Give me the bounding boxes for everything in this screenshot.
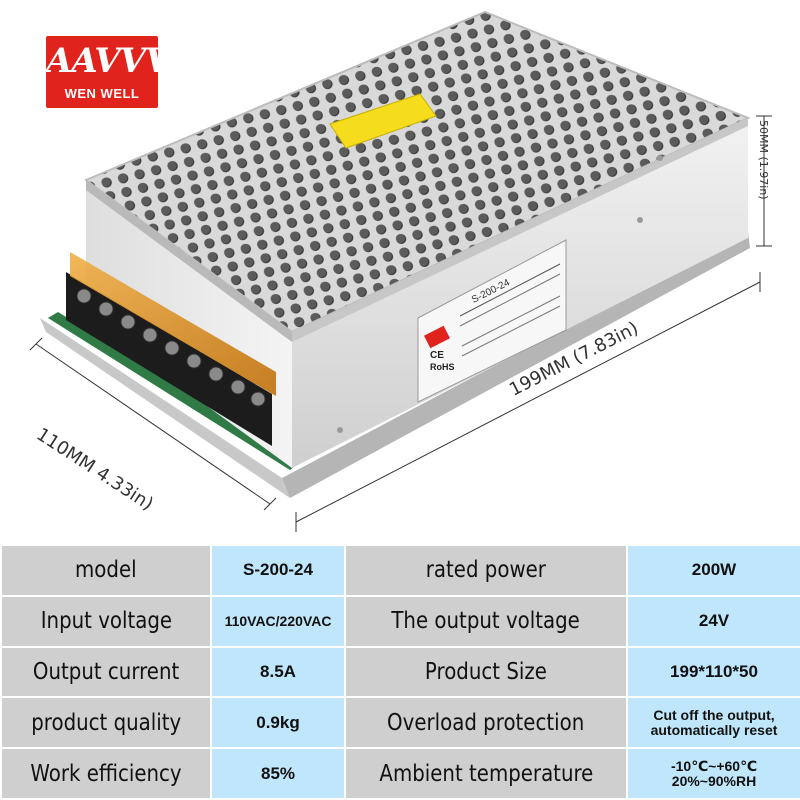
spec-value: 200W: [626, 544, 800, 597]
terminal-block: [66, 272, 272, 446]
spec-value: S-200-24: [210, 544, 346, 597]
dimension-lines: [29, 115, 772, 532]
spec-row: product quality 0.9kg Overload protectio…: [0, 696, 800, 750]
spec-row: Work efficiency 85% Ambient temperature …: [0, 747, 800, 800]
terminal-cover: [70, 252, 276, 396]
spec-row: model S-200-24 rated power 200W: [0, 544, 800, 597]
spec-value: 199*110*50: [626, 645, 800, 699]
spec-label: rated power: [344, 544, 628, 597]
product-photo: AAVVV WEN WELL 199MM (7.83in) 110MM 4.33…: [29, 10, 772, 532]
brand-logo: AAVVV WEN WELL: [46, 36, 171, 108]
warning-sticker: [329, 93, 437, 149]
logo-text: WEN WELL: [64, 86, 140, 101]
spec-value: 85%: [210, 747, 346, 800]
pcb-edge: [48, 312, 300, 470]
ce-mark: CE: [430, 350, 444, 361]
spec-label: Input voltage: [0, 594, 212, 648]
spec-label: Ambient temperature: [344, 747, 628, 800]
spec-value: Cut off the output, automatically reset: [626, 696, 800, 750]
spec-label: product quality: [0, 696, 212, 750]
spec-value: -10℃~+60℃ 20%~90%RH: [626, 747, 800, 800]
power-supply-illustration: [29, 10, 772, 532]
spec-label: Output current: [0, 645, 212, 699]
spec-value: 0.9kg: [210, 696, 346, 750]
spec-label: model: [0, 544, 212, 597]
logo-mark: AAVVV: [46, 41, 171, 81]
spec-table: model S-200-24 rated power 200W Input vo…: [0, 544, 800, 800]
spec-label: Product Size: [344, 645, 628, 699]
spec-row: Output current 8.5A Product Size 199*110…: [0, 645, 800, 699]
spec-value: 110VAC/220VAC: [210, 594, 346, 648]
spec-label: Work efficiency: [0, 747, 212, 800]
spec-label: The output voltage: [344, 594, 628, 648]
height-dimension: 50MM (1.97in): [757, 120, 770, 200]
spec-label: Overload protection: [344, 696, 628, 750]
spec-value: 24V: [626, 594, 800, 648]
spec-value: 8.5A: [210, 645, 346, 699]
spec-row: Input voltage 110VAC/220VAC The output v…: [0, 594, 800, 648]
rohs-mark: RoHS: [430, 362, 455, 372]
